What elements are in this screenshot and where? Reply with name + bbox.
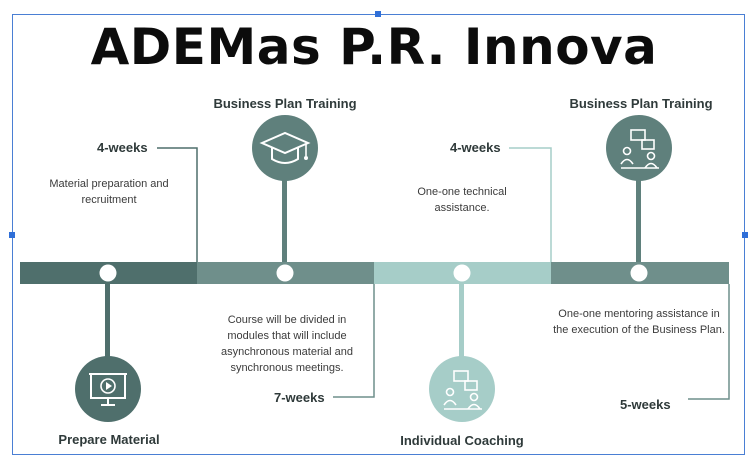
milestone-dot-3 [453, 264, 471, 282]
duration-connector-2 [333, 284, 375, 398]
stage-3-description: One-one technical assistance. [417, 186, 507, 214]
stage-1-duration: 4-weeks [97, 140, 148, 155]
duration-connector-1 [157, 147, 198, 262]
meeting-board-icon-training [606, 115, 672, 181]
resize-handle-right[interactable] [742, 232, 748, 238]
stage-4-description: One-one mentoring assistance in the exec… [553, 308, 725, 336]
stem-2 [282, 180, 287, 262]
meeting-board-icon-coaching [429, 356, 495, 422]
resize-handle-left[interactable] [9, 232, 15, 238]
stem-4 [636, 180, 641, 262]
milestone-dot-1 [99, 264, 117, 282]
graduation-cap-icon [252, 115, 318, 181]
milestone-dot-4 [630, 264, 648, 282]
diagram-title: ADEMas P.R. Innova [90, 18, 658, 76]
stem-3 [459, 284, 464, 366]
stage-2-duration: 7-weeks [274, 390, 325, 405]
presentation-play-icon [75, 356, 141, 422]
stage-4-title: Business Plan Training [569, 96, 713, 111]
stem-1 [105, 284, 110, 366]
stage-2-title: Business Plan Training [213, 96, 357, 111]
stage-1-description: Material preparation and recruitment [49, 178, 169, 206]
duration-connector-4 [688, 284, 730, 400]
resize-handle-top[interactable] [375, 11, 381, 17]
stage-4-duration: 5-weeks [620, 397, 671, 412]
stage-2-description: Course will be divided in modules that w… [220, 314, 354, 374]
milestone-dot-2 [276, 264, 294, 282]
stage-3-duration: 4-weeks [450, 140, 501, 155]
stage-1-title: Prepare Material [58, 432, 160, 447]
duration-connector-3 [509, 147, 552, 262]
stage-3-title: Individual Coaching [400, 433, 524, 448]
